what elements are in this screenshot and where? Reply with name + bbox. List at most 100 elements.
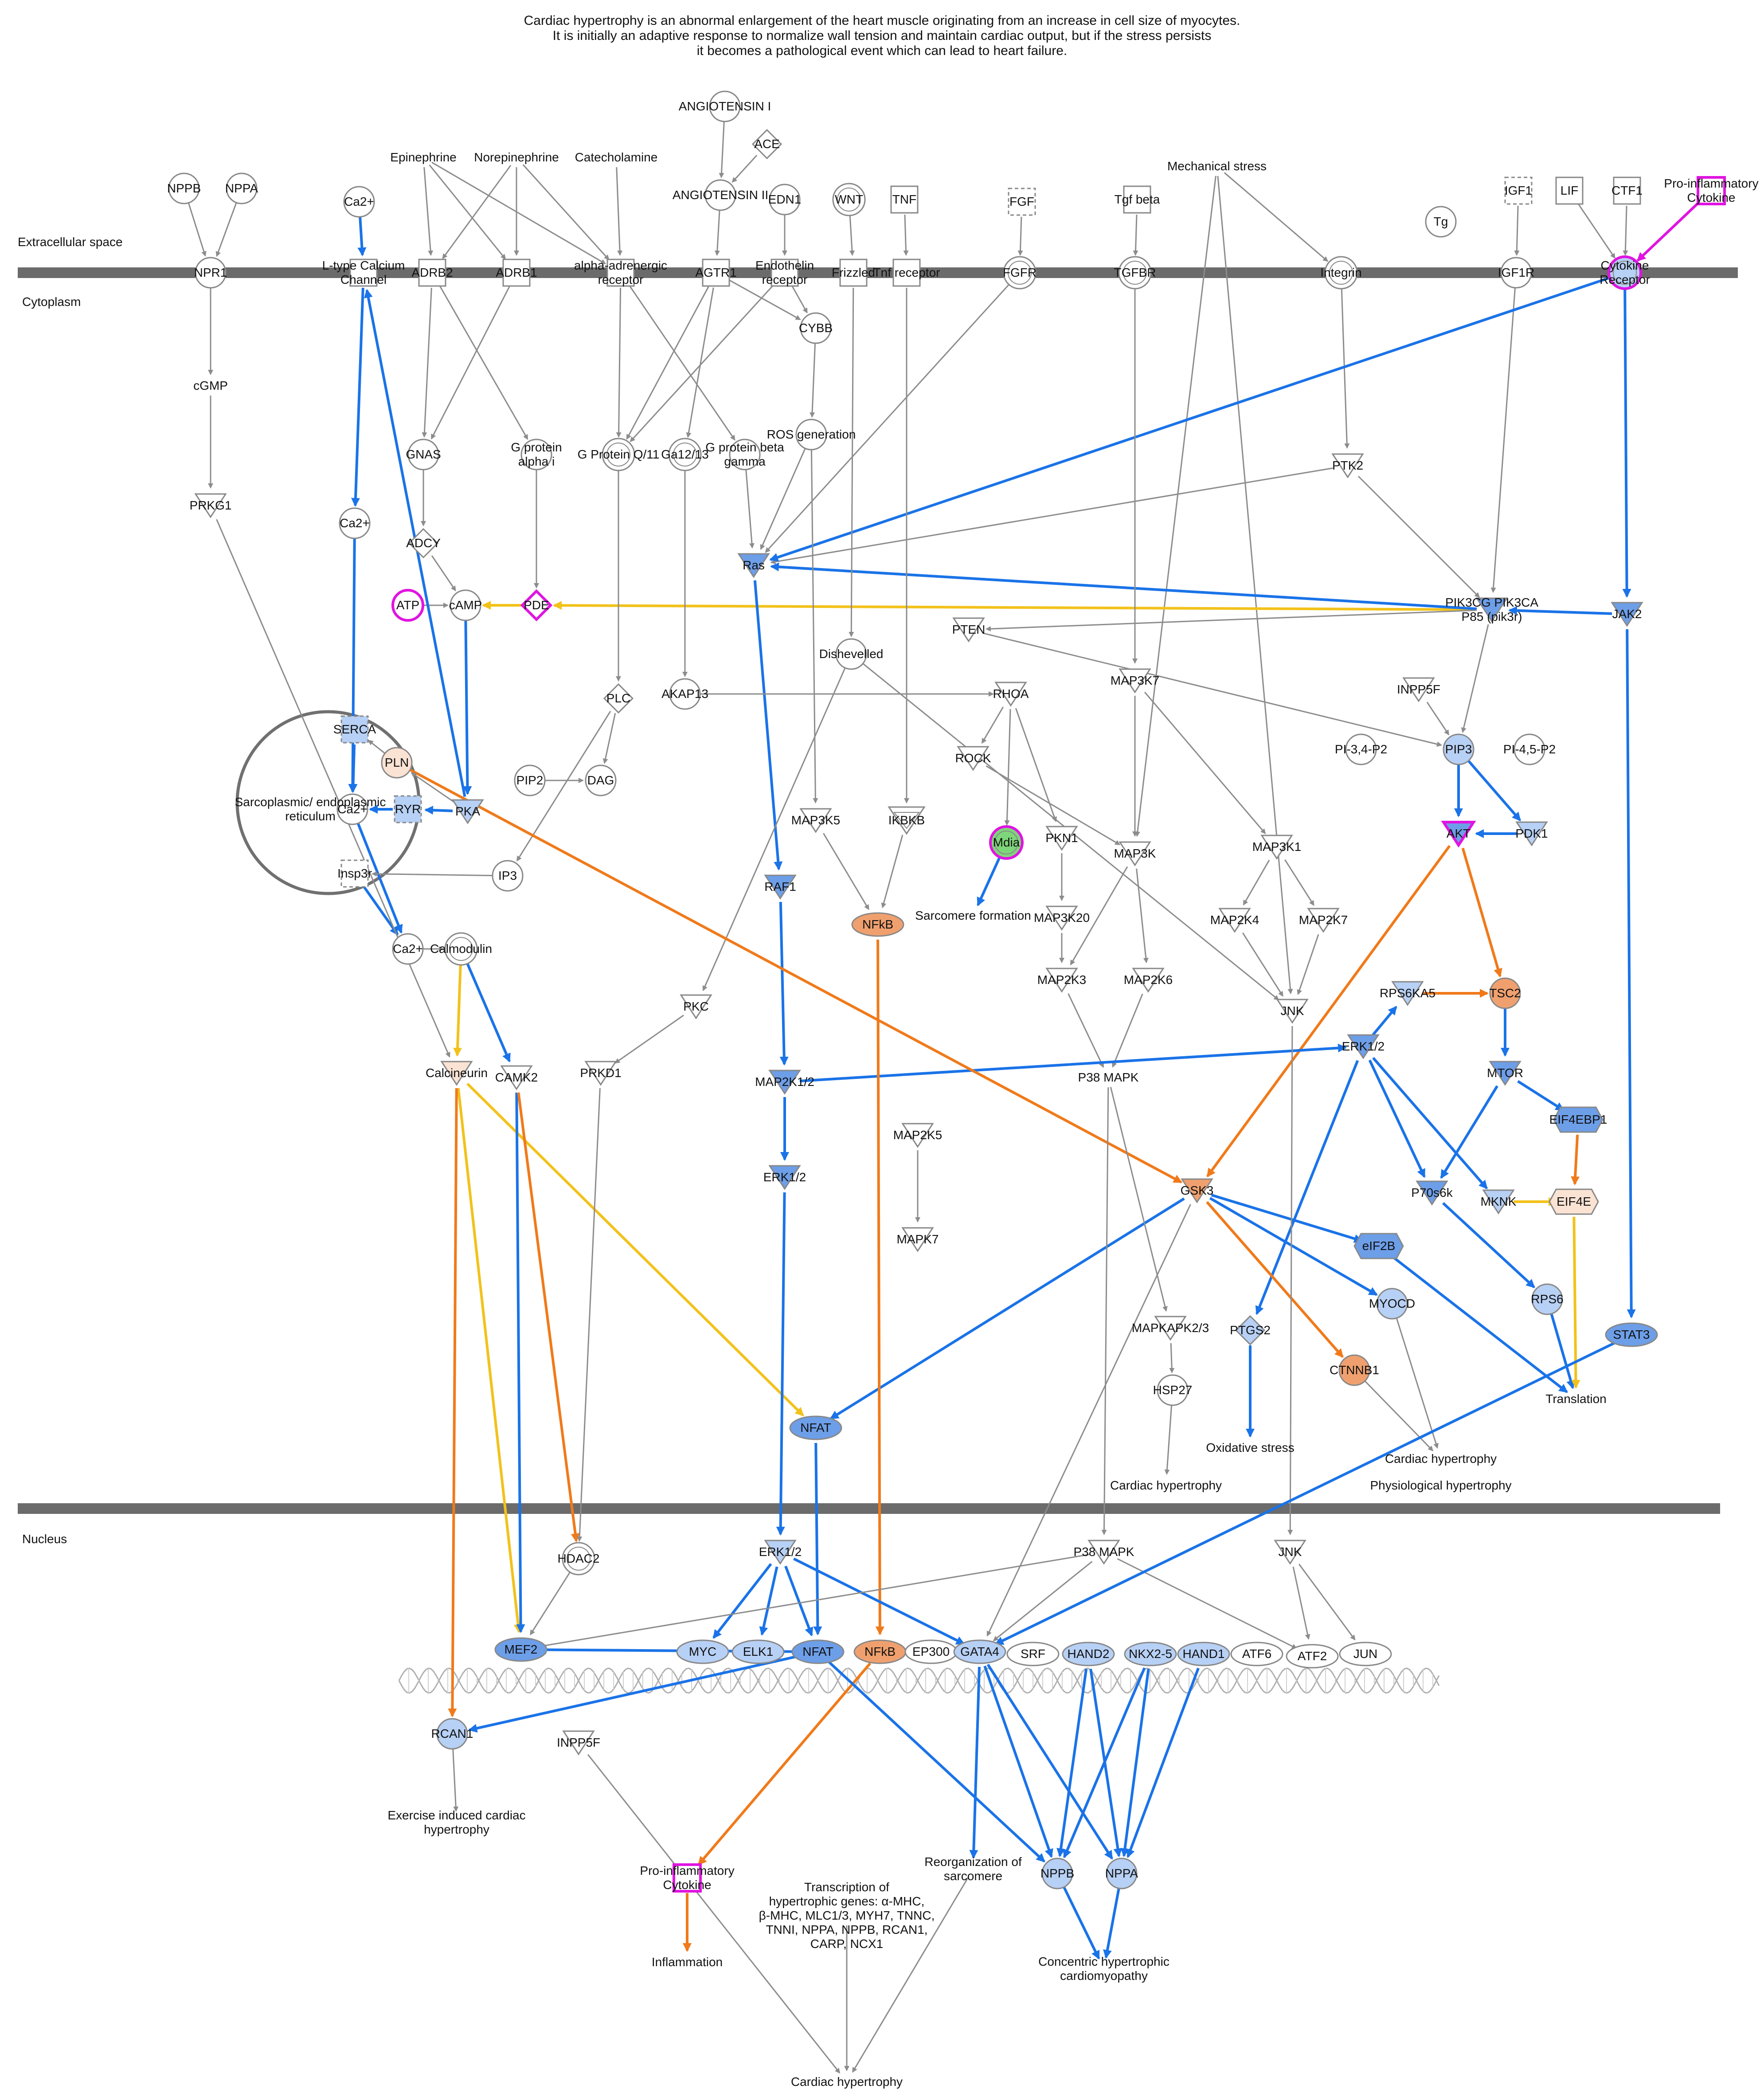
edge-ctnnb1-to-cardhyp_phys	[1364, 1380, 1434, 1451]
edge-ctf1-to-cytorec	[1623, 205, 1628, 256]
edge-rhoa-to-rock	[981, 706, 1004, 744]
node-shape-map3k7	[1119, 668, 1151, 694]
node-label-map2k6: MAP2K6	[1124, 973, 1173, 987]
node-serca: SERCA	[333, 715, 376, 744]
edge-nfat_nuc-to-rcan1	[468, 1654, 804, 1733]
node-label-ep300: EP300	[912, 1645, 950, 1658]
node-label-map3k: MAP3K	[1114, 847, 1156, 860]
node-shape-ras	[737, 553, 770, 578]
node-atf2: ATF2	[1286, 1644, 1339, 1669]
node-label-physhyp: Physiological hypertrophy	[1370, 1478, 1511, 1492]
node-label-rcan1: RCAN1	[431, 1727, 473, 1740]
node-shape-rock	[957, 746, 990, 771]
edge-mech-to-map3k	[1134, 176, 1216, 837]
edge-ros-to-map3k5	[810, 449, 818, 803]
edge-proinf_top-to-cytorec	[1636, 200, 1701, 262]
node-shape-map2k5	[901, 1123, 934, 1148]
node-label-srf: SRF	[1021, 1647, 1045, 1661]
edge-mtor-to-eif4ebp1	[1517, 1080, 1565, 1112]
node-label-pip3: PIP3	[1445, 742, 1472, 756]
node-ep300: EP300	[904, 1639, 958, 1664]
node-shape-map2k12	[768, 1070, 801, 1095]
node-shape-myocd	[1376, 1288, 1408, 1320]
edge-erk12_cyto_r-to-ptgs2	[1255, 1060, 1359, 1315]
node-pdk1: PDK1	[1515, 821, 1548, 847]
node-shape-map2k7b	[901, 1227, 934, 1252]
edge-erk12_cyto_r-to-rps6ka5	[1372, 1006, 1397, 1036]
description-line: Cardiac hypertrophy is an abnormal enlar…	[524, 13, 1240, 28]
node-label-mknk: MKNK	[1481, 1195, 1517, 1208]
node-shape-edn1	[769, 184, 801, 216]
node-atf6: ATF6	[1230, 1642, 1283, 1666]
node-shape-map2k6	[1132, 968, 1165, 993]
node-dishevelled: Dishevelled	[819, 638, 883, 670]
edge-nppa_nuc-to-concentric	[1103, 1888, 1120, 1959]
node-map2k7: MAP2K7	[1299, 908, 1348, 933]
node-label-pi34p2: PI-3,4-P2	[1335, 742, 1387, 756]
node-shape-erk12_cyto_l	[768, 1165, 801, 1190]
node-label-gpq11: G Protein Q/11	[578, 447, 660, 461]
node-label-akap13: AKAP13	[661, 687, 708, 701]
node-shape-dag	[585, 764, 617, 796]
edge-rock-to-map3k	[986, 765, 1121, 845]
node-shape-pip2	[514, 764, 546, 796]
node-shape-ptk2	[1331, 453, 1364, 478]
node-shape-erk12_nuc	[764, 1540, 797, 1565]
node-cardhyp_final: Cardiac hypertrophy	[791, 2075, 903, 2089]
node-ryr: RYR	[394, 795, 422, 823]
node-label-pln: PLN	[385, 756, 409, 769]
node-label-erk12_cyto_r: ERK1/2	[1342, 1039, 1385, 1053]
node-mef2: MEF2	[494, 1637, 548, 1662]
node-label-ikbkb: IKBKB	[888, 813, 925, 827]
edge-gsk3-to-ctnnb1	[1206, 1201, 1344, 1358]
edge-nppb_nuc-to-concentric	[1063, 1886, 1100, 1960]
edge-pi3k-to-pten	[986, 609, 1477, 632]
edge-norepinephrine-to-adrb2	[442, 165, 512, 259]
edge-pi3k-to-pde	[553, 601, 1477, 611]
edge-nkx25-to-nppa_nuc	[1120, 1669, 1150, 1858]
node-label-angiotensin1: ANGIOTENSIN I	[679, 99, 771, 113]
node-shape-ca_cyto	[339, 507, 371, 539]
edge-calcineurin-to-rcan1	[448, 1088, 458, 1717]
node-shape-ptgs2	[1235, 1315, 1266, 1346]
description-line: it becomes a pathological event which ca…	[696, 43, 1068, 58]
edge-pi3k-to-ras	[770, 562, 1477, 610]
node-shape-prkd1	[584, 1061, 617, 1086]
node-shape-inpp5f_nuc	[562, 1730, 595, 1756]
node-prkd1: PRKD1	[580, 1061, 622, 1086]
nuclear-membrane	[18, 1503, 1720, 1514]
node-shape-atf6	[1230, 1642, 1283, 1666]
node-shape-nfat_cyto	[789, 1415, 842, 1440]
node-shape-tgfb	[1123, 185, 1151, 214]
node-erk12_nuc: ERK1/2	[759, 1540, 802, 1565]
node-p38_cyto: P38 MAPK	[1078, 1070, 1139, 1084]
node-label-frizzled: Frizzled	[832, 266, 875, 279]
node-ca_calm: Ca2+	[392, 933, 424, 965]
node-shape-ca_calm	[392, 933, 424, 965]
edge-map2k3-to-p38_cyto	[1068, 993, 1104, 1068]
node-tnf: TNF	[890, 185, 919, 214]
edge-alpha-to-gpq11	[616, 287, 622, 438]
node-label-myocd: MYOCD	[1369, 1297, 1415, 1310]
node-label-eif2b: eIF2B	[1362, 1239, 1396, 1253]
node-shape-inpp5f_top	[1402, 677, 1435, 702]
node-nfkb_cyto: NFkB	[851, 912, 904, 937]
node-shape-akt	[1441, 821, 1476, 848]
node-wnt: WNT	[832, 183, 866, 216]
edge-ras-to-raf1	[753, 580, 783, 871]
node-label-cybb: CYBB	[799, 321, 833, 335]
node-jnk_cyto: JNK	[1276, 999, 1309, 1024]
node-shape-eif4e	[1549, 1188, 1599, 1215]
edge-map2k4-to-jnk_cyto	[1242, 932, 1283, 997]
node-catecholamine: Catecholamine	[575, 150, 658, 164]
edge-mdia-to-sarcomere	[977, 855, 1001, 907]
node-label-akt: AKT	[1447, 827, 1471, 840]
edge-p38_nuc-to-mef2	[537, 1554, 1089, 1649]
